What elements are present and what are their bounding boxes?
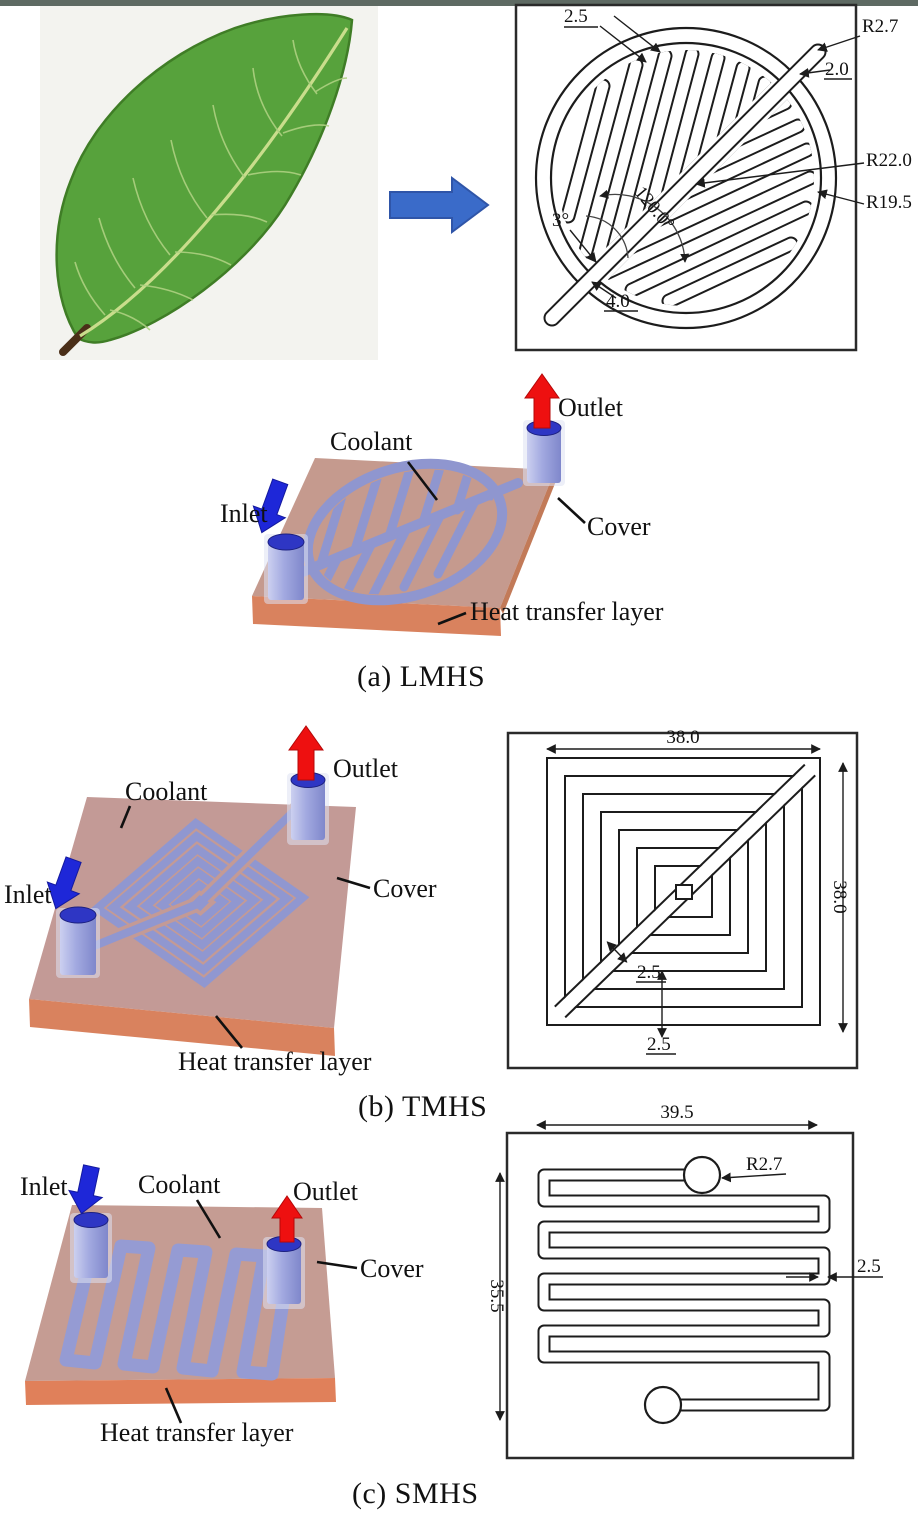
spiral-channel-pattern	[65, 792, 313, 988]
leaf-veins	[74, 39, 348, 331]
caption-b: (b) TMHS	[358, 1090, 488, 1123]
top-border-bar	[0, 0, 918, 6]
outlet-flow-arrow	[524, 373, 560, 429]
dim-channel-width: 2.5	[564, 6, 588, 27]
cover-callout-line	[316, 1260, 358, 1270]
inlet-flow-arrow	[68, 1164, 104, 1215]
outlet-flow-arrow	[288, 725, 324, 781]
dim-taper-angle: 3°	[552, 210, 569, 231]
outlet-port	[287, 772, 329, 845]
dim-height: 38.0	[829, 880, 850, 913]
lmhs-render: Outlet Coolant Inlet Cover Heat transfer…	[220, 373, 664, 636]
smhs-drawing: 39.5 35.5 R2.7 2.5	[486, 1102, 883, 1460]
smhs-render: Inlet Coolant Outlet Cover Heat transfer…	[20, 1164, 424, 1447]
cover-label: Cover	[360, 1254, 424, 1283]
inlet-label: Inlet	[220, 499, 268, 528]
cover-callout-line	[336, 876, 371, 890]
dim-port-radius: R2.7	[746, 1154, 782, 1175]
leaf-stem	[59, 324, 91, 356]
dim-width: 39.5	[660, 1102, 693, 1123]
stem-channel	[543, 43, 827, 327]
bottom-port-circle	[643, 1385, 683, 1425]
inner-circle-channel	[549, 41, 823, 315]
dimension-annotations: 38.0 38.0 2.5 2.5	[546, 727, 850, 1055]
right-arrow-icon	[389, 176, 490, 234]
render-labels: Coolant Outlet Inlet Cover Heat transfer…	[4, 754, 437, 1076]
coolant-callout-line	[406, 461, 439, 501]
lmhs-drawing: 2.5 R2.7 2.0 R22.0 R19.5 3° 120.0° 4.0	[514, 3, 912, 352]
cover-callout-line	[557, 497, 586, 524]
dim-channel-width: 2.5	[637, 962, 661, 983]
outer-circle-channel	[534, 26, 838, 330]
caption-c: (c) SMHS	[352, 1477, 479, 1510]
dim-height: 35.5	[486, 1279, 507, 1312]
dim-stem-bottom-width: 4.0	[606, 291, 630, 312]
cover-label: Cover	[373, 874, 437, 903]
center-square	[675, 884, 693, 900]
plate-right-face	[500, 470, 558, 614]
heat-layer-label: Heat transfer layer	[100, 1418, 294, 1447]
dim-stem-top-width: 2.0	[825, 59, 849, 80]
dim-inner-radius: R19.5	[866, 192, 912, 213]
inlet-label: Inlet	[4, 880, 52, 909]
inlet-port	[70, 1212, 112, 1283]
inlet-flow-arrow	[252, 478, 289, 534]
plate-front-face	[25, 1378, 336, 1405]
outlet-label: Outlet	[293, 1177, 359, 1206]
leaf-image	[55, 12, 354, 356]
outlet-label: Outlet	[333, 754, 399, 783]
coolant-label: Coolant	[330, 427, 413, 456]
heat-layer-callout-line	[164, 1387, 183, 1424]
serpentine-channel-pattern	[59, 1239, 291, 1381]
outlet-port	[523, 420, 565, 486]
dim-outer-radius: R22.0	[866, 150, 912, 171]
dim-channel-width: 2.5	[857, 1256, 881, 1277]
dim-wall-pitch: 2.5	[647, 1034, 671, 1055]
heat-layer-callout-line	[214, 1015, 244, 1049]
heat-layer-label: Heat transfer layer	[178, 1047, 372, 1076]
coolant-label: Coolant	[125, 777, 208, 806]
tmhs-drawing: 38.0 38.0 2.5 2.5	[506, 727, 859, 1070]
heat-layer-label: Heat transfer layer	[470, 597, 664, 626]
transform-arrow	[389, 176, 490, 234]
top-port-circle	[682, 1155, 722, 1195]
cover-label: Cover	[587, 512, 651, 541]
inlet-port	[264, 533, 308, 604]
inlet-port	[56, 906, 100, 978]
plate-front-face	[252, 596, 501, 636]
outlet-label: Outlet	[558, 393, 624, 422]
leaf-midrib	[79, 27, 349, 338]
coolant-callout-line	[195, 1199, 222, 1239]
plate-front-face	[29, 999, 335, 1056]
tmhs-render: Coolant Outlet Inlet Cover Heat transfer…	[4, 725, 437, 1076]
coolant-label: Coolant	[138, 1170, 221, 1199]
coolant-callout-line	[119, 805, 132, 829]
leaf-photo	[40, 6, 378, 360]
dim-width: 38.0	[666, 727, 699, 748]
render-labels: Inlet Coolant Outlet Cover Heat transfer…	[20, 1170, 424, 1447]
inlet-flow-arrow	[46, 856, 82, 910]
outlet-flow-arrow	[271, 1195, 303, 1243]
leaf-blade	[55, 12, 354, 344]
serpentine-channel	[537, 1155, 831, 1425]
inlet-label: Inlet	[20, 1172, 68, 1201]
dim-port-radius: R2.7	[862, 16, 898, 37]
dimension-annotations: 39.5 35.5 R2.7 2.5	[486, 1102, 883, 1421]
outlet-port	[263, 1236, 305, 1309]
caption-a: (a) LMHS	[357, 660, 486, 693]
render-labels: Outlet Coolant Inlet Cover Heat transfer…	[220, 393, 664, 626]
nested-square-channels	[546, 757, 821, 1026]
heat-layer-callout-line	[437, 611, 467, 626]
